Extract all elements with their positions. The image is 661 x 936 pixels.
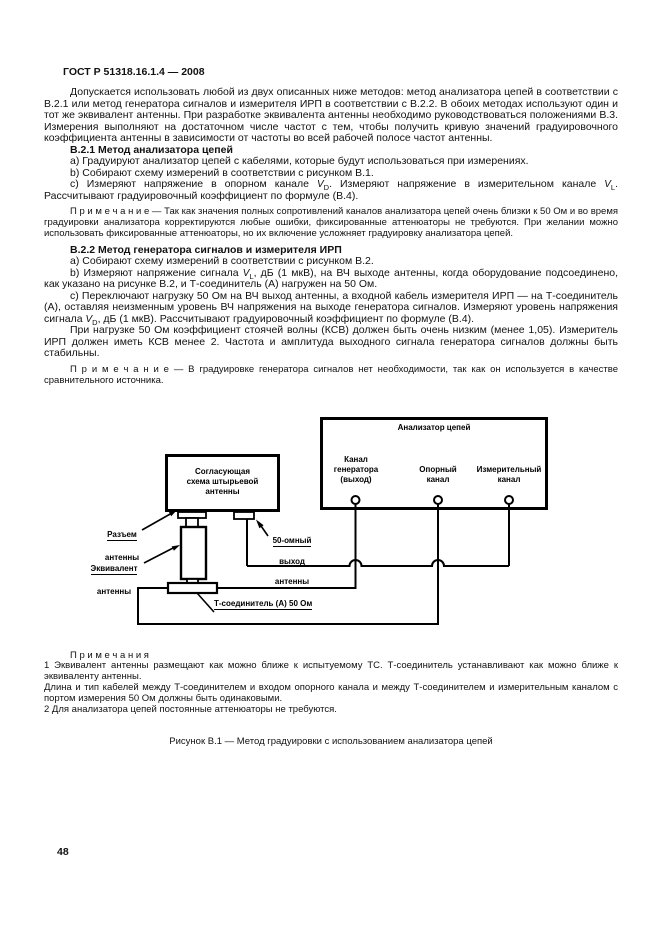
item-b22-c-text1: с) Переключают нагрузку 50 Ом на ВЧ выхо… (44, 289, 618, 325)
symbol-v: V (316, 179, 324, 190)
network-analyzer-box (320, 416, 548, 510)
analyzer-title: Анализатор цепей (397, 422, 471, 432)
pointer-equivalent-label (143, 545, 176, 564)
item-b21-c: с) Измеряют напряжение в опорном канале … (44, 178, 618, 202)
subscript-l: L (610, 183, 616, 193)
pointer-connector-label (141, 511, 173, 531)
symbol-v: V (604, 179, 611, 190)
figure-caption: Рисунок В.1 — Метод градуировки с исполь… (169, 735, 493, 747)
label-antenna-connector-line2: антенны (104, 552, 140, 562)
item-b22-b-text1: b) Измеряют напряжение сигнала (70, 266, 243, 279)
tee-connector-shape (166, 581, 219, 594)
label-tee-connector: Т-соединитель (А) 50 Ом (214, 598, 313, 610)
item-b22-c-text2: , дБ (1 мкВ). Рассчитывают градуировочны… (97, 312, 475, 325)
heading-b22: В.2.2 Метод генератора сигналов и измери… (70, 243, 342, 256)
symbol-v: V (85, 313, 93, 325)
label-50ohm-output-line3: антенны (274, 576, 310, 586)
item-b22-c: с) Переключают нагрузку 50 Ом на ВЧ выхо… (44, 289, 618, 327)
item-b21-c-text2: . Измеряют напряжение в измерительном ка… (329, 178, 605, 190)
label-antenna-equivalent-line2: антенны (96, 586, 132, 596)
port-label-generator: Канал генератора (выход) (333, 454, 379, 484)
figure-notes-block: П р и м е ч а н и я 1 Эквивалент антенны… (0, 645, 661, 747)
label-antenna-connector-line1: Разъем (107, 529, 137, 541)
label-50ohm-output-line1: 50-омный (272, 535, 312, 547)
arrowhead-output (256, 519, 264, 528)
label-50ohm-output: 50-омный выход антенны (259, 526, 325, 587)
port-terminal-reference (433, 494, 443, 505)
figure-note-1b: Длина и тип кабелей между Т-соединителем… (44, 682, 618, 705)
port-label-reference: Опорный канал (419, 464, 457, 484)
subscript-d: D (92, 317, 98, 327)
label-50ohm-output-line2: выход (279, 556, 305, 566)
note-analyzer: П р и м е ч а н и е — Так как значения п… (44, 206, 618, 239)
paragraph-ksv: При нагрузке 50 Ом коэффициент стоячей в… (44, 324, 618, 360)
paragraph-intro: Допускается использовать любой из двух о… (44, 86, 618, 144)
note-generator: П р и м е ч а н и е — В градуировке гене… (44, 363, 618, 386)
item-b22-b: b) Измеряют напряжение сигнала VL, дБ (1… (44, 266, 619, 291)
label-antenna-equivalent: Эквивалент антенны (77, 552, 151, 597)
heading-b21: В.2.1 Метод анализатора цепей (70, 143, 233, 156)
antenna-equivalent-shape (179, 525, 208, 580)
matching-box-label: Согласующая схема штырьевой антенны (186, 466, 259, 496)
matching-circuit-box (165, 453, 280, 512)
item-b21-a: а) Градуируют анализатор цепей с кабелям… (70, 155, 529, 167)
port-terminal-measuring (504, 494, 514, 505)
pointer-tee-label (196, 591, 215, 613)
port-label-measuring: Измерительный канал (476, 464, 542, 484)
antenna-connector-stub (185, 516, 199, 528)
subscript-l: L (249, 271, 254, 281)
page-number: 48 (57, 846, 69, 858)
figure-wiring-svg (137, 494, 514, 625)
page-header: ГОСТ Р 51318.16.1.4 — 2008 (63, 66, 205, 78)
wire-measuring-channel (246, 499, 510, 567)
item-b21-c-text1: с) Измеряют напряжение в опорном канале (70, 178, 317, 190)
arrowhead-equivalent (171, 544, 180, 551)
item-b21-c-text3: . Рассчитывают градуировочный коэффициен… (44, 178, 618, 202)
subscript-d: D (323, 183, 330, 193)
wire-reference-channel (137, 499, 439, 625)
wire-generator-channel (217, 499, 357, 589)
label-antenna-equivalent-line1: Эквивалент (90, 563, 138, 575)
document-body: ГОСТ Р 51318.16.1.4 — 2008 Допускается и… (0, 0, 661, 387)
figure-note-1a: 1 Эквивалент антенны размещают как можно… (44, 660, 618, 683)
symbol-v: V (242, 267, 250, 279)
label-antenna-connector: Разъем антенны (86, 518, 158, 563)
output-connector-shape (233, 510, 255, 520)
item-b21-b: b) Собирают схему измерений в соответств… (70, 166, 374, 179)
arrowhead-connector (168, 509, 177, 516)
figure-note-2: 2 Для анализатора цепей постоянные аттен… (44, 704, 337, 716)
port-terminal-generator (350, 494, 361, 505)
item-b22-b-text2: , дБ (1 мкВ), на ВЧ выходе антенны, когд… (44, 266, 619, 291)
item-b22-a: а) Собирают схему измерений в соответств… (70, 255, 374, 268)
antenna-connector-shape (177, 510, 207, 519)
figure-notes-title: П р и м е ч а н и я (70, 649, 149, 661)
figure-b1: Анализатор цепей Канал генератора (выход… (0, 393, 661, 645)
